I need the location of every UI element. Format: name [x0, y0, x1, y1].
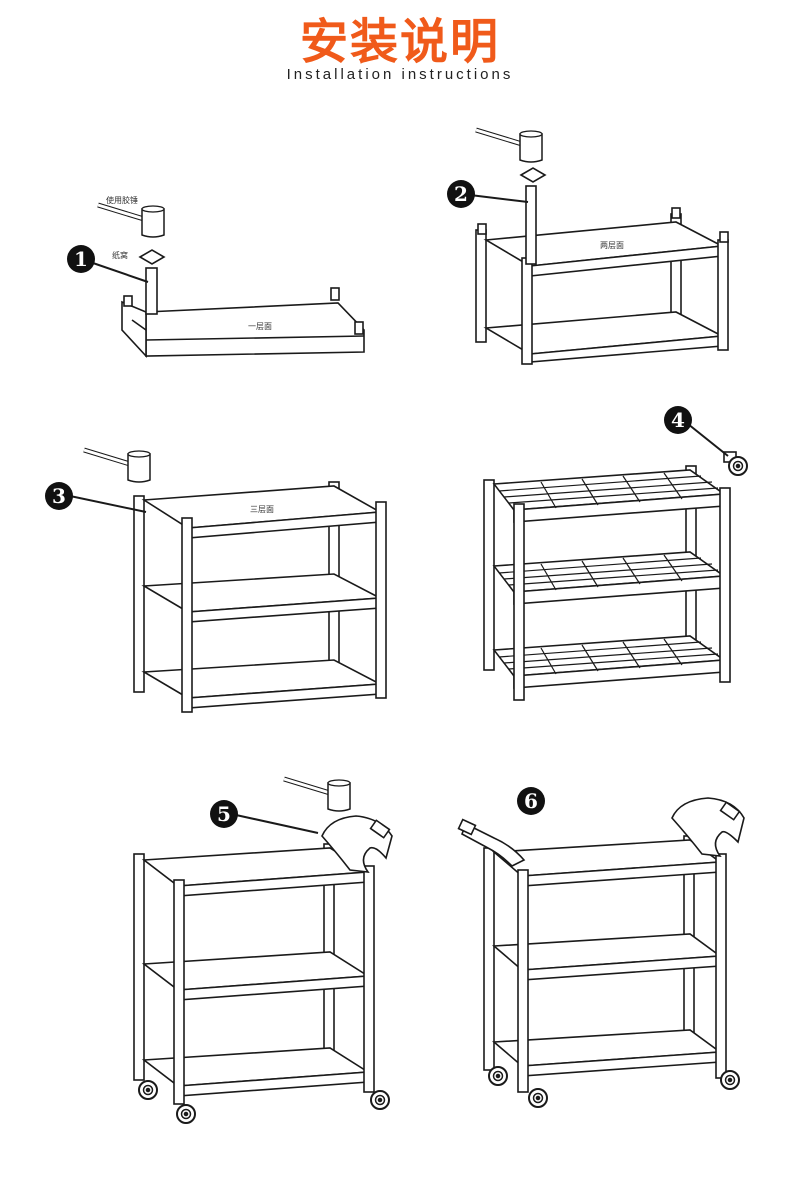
caster-wheel-icon — [176, 1104, 196, 1124]
svg-text:3: 3 — [52, 484, 66, 508]
shelf-label-2: 两层面 — [600, 241, 624, 250]
step-6 — [457, 797, 745, 1108]
caster-wheel-icon — [488, 1066, 508, 1086]
page-title: 安装说明 — [299, 14, 500, 70]
caster-wheel-icon — [723, 451, 748, 476]
svg-text:5: 5 — [217, 802, 231, 826]
step-1-badge: 1 — [67, 245, 95, 273]
caster-wheel-icon — [138, 1080, 158, 1100]
caster-wheel-icon — [370, 1090, 390, 1110]
svg-text:4: 4 — [671, 408, 685, 432]
pad-label: 纸窝 — [112, 250, 128, 260]
rubber-mallet-icon — [98, 205, 164, 237]
shelf-label-3: 三层面 — [250, 505, 274, 514]
step-5 — [133, 779, 393, 1124]
tool-label: 使用胶锤 — [106, 195, 138, 205]
svg-text:6: 6 — [524, 789, 538, 813]
rubber-mallet-icon — [476, 130, 542, 162]
shelf-label-1: 一层面 — [248, 322, 272, 331]
handle-icon — [460, 822, 526, 867]
caster-wheel-icon — [528, 1088, 548, 1108]
step-5-badge: 5 — [210, 800, 238, 828]
page-subtitle: Installation instructions — [286, 66, 514, 83]
step-1: 使用胶锤 纸窝 一层面 — [89, 195, 365, 359]
step-6-badge: 6 — [517, 787, 545, 815]
svg-text:1: 1 — [74, 247, 88, 271]
step-4-badge: 4 — [664, 406, 692, 434]
step-3: 三层面 — [69, 450, 387, 713]
caster-wheel-icon — [720, 1070, 740, 1090]
step-2: 两层面 — [469, 130, 729, 365]
pad-icon — [138, 249, 166, 265]
pad-icon — [519, 167, 547, 183]
step-2-badge: 2 — [447, 180, 475, 208]
rubber-mallet-icon — [84, 450, 150, 482]
step-4 — [483, 423, 748, 701]
rubber-mallet-icon — [284, 779, 350, 811]
step-3-badge: 3 — [45, 482, 73, 510]
svg-text:2: 2 — [454, 182, 468, 206]
